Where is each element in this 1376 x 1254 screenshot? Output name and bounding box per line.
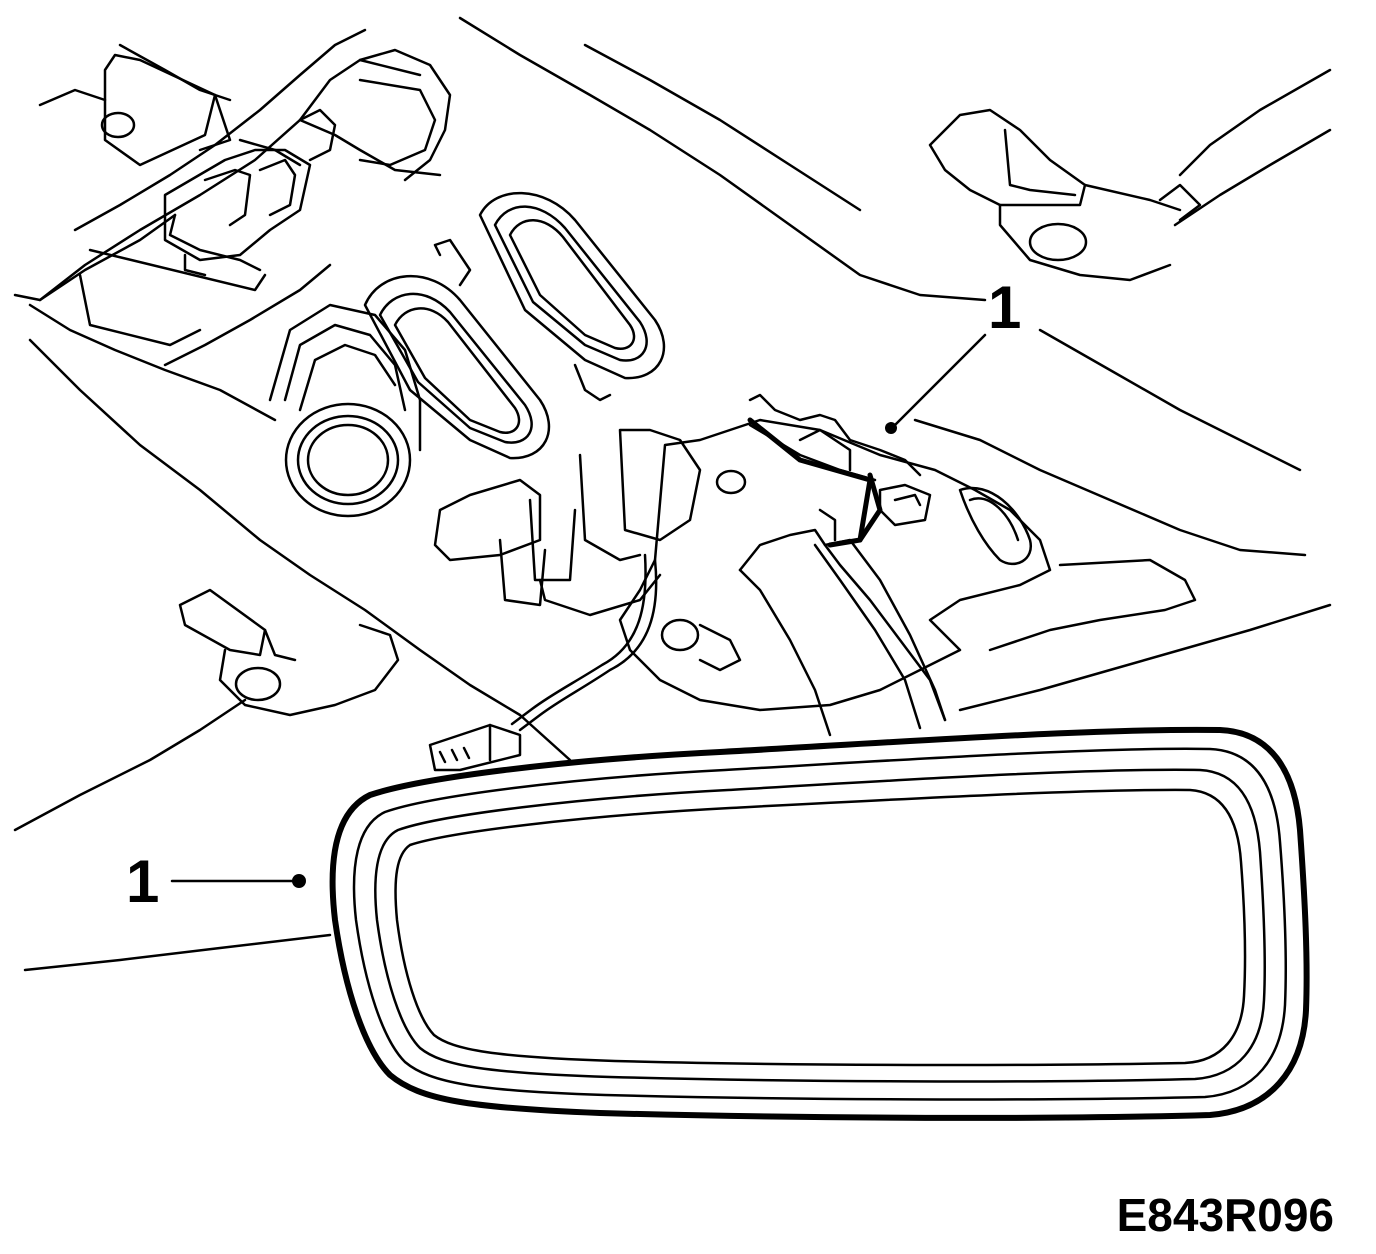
upper-right-clip (930, 110, 1200, 280)
callout-label-lower: 1 (126, 848, 160, 915)
sensor-clip (750, 395, 930, 545)
rearview-mirror (333, 730, 1307, 1118)
lower-left-clip (180, 590, 398, 715)
console-housing (40, 50, 450, 365)
leader-dot-upper (885, 422, 897, 434)
mirror-mount-base (620, 420, 1195, 710)
headliner-outline (15, 18, 1330, 970)
wiring-connectors (435, 430, 700, 615)
upper-left-clip (102, 55, 230, 165)
wire-harness (430, 555, 656, 770)
leader-dot-lower (292, 874, 306, 888)
switch-buttons (365, 193, 664, 458)
leader-line-upper (895, 335, 985, 425)
figure-reference-code: E843R096 (1116, 1189, 1334, 1241)
leader-lines (172, 335, 985, 888)
connector-block (165, 110, 335, 275)
callout-label-upper: 1 (988, 274, 1022, 341)
mirror-stem (740, 530, 945, 735)
lamp-lens-assembly (270, 305, 420, 516)
